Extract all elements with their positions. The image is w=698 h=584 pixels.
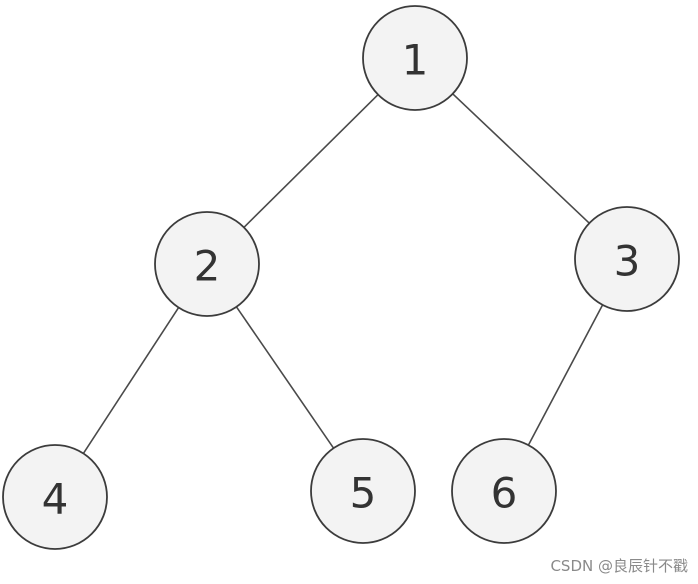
tree-node-label: 6 [491,469,518,518]
tree-node-label: 3 [614,237,641,286]
tree-edges [82,93,604,454]
tree-node-circle [2,444,108,550]
tree-node-circle [362,5,468,111]
tree-node-3: 3 [574,206,680,312]
tree-node-5: 5 [310,438,416,544]
tree-node-label: 5 [350,469,377,518]
tree-edge-2-4 [82,307,180,454]
tree-nodes: 1 2 3 4 5 6 [2,5,680,550]
tree-edge-3-6 [527,304,604,446]
tree-node-label: 4 [42,475,69,524]
tree-node-label: 2 [194,242,221,291]
tree-node-circle [451,438,557,544]
tree-edge-2-5 [235,306,335,449]
tree-node-circle [574,206,680,312]
watermark-text: CSDN @良辰针不戳 [550,557,688,575]
tree-node-circle [154,211,260,317]
tree-node-circle [310,438,416,544]
tree-node-4: 4 [2,444,108,550]
tree-node-label: 1 [402,36,429,85]
tree-edge-1-3 [452,93,590,224]
tree-edge-1-2 [243,94,379,228]
tree-node-6: 6 [451,438,557,544]
tree-node-2: 2 [154,211,260,317]
tree-node-1: 1 [362,5,468,111]
